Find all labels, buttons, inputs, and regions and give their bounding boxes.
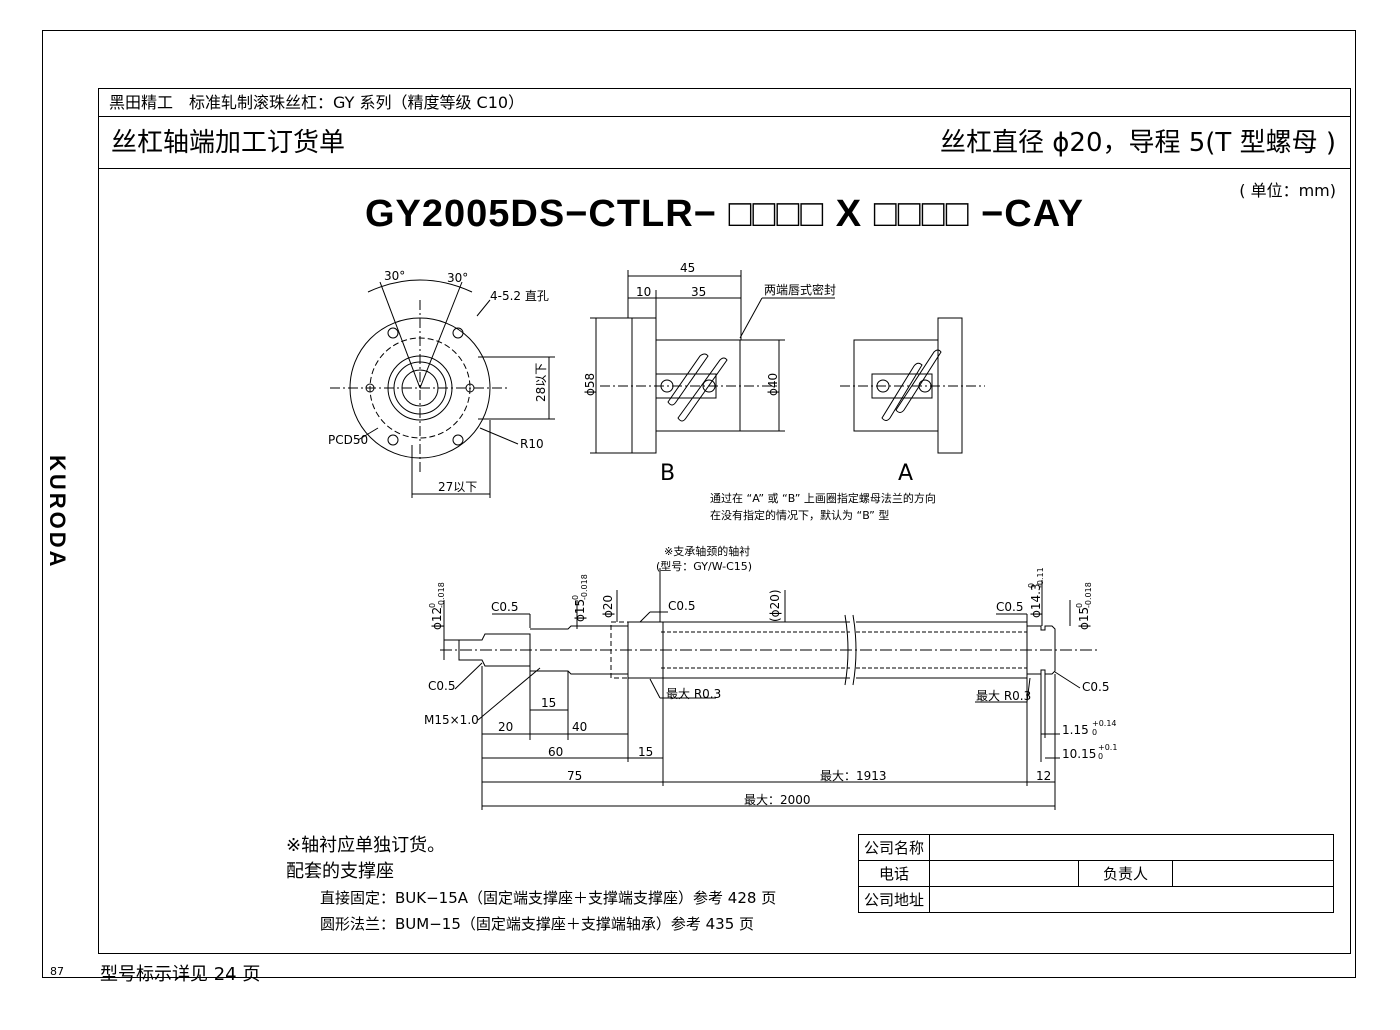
svg-text:0: 0 <box>1098 752 1103 761</box>
height-label: 28以下 <box>534 363 548 402</box>
nut-b-label: B <box>660 461 675 486</box>
nut-a-view <box>840 317 985 454</box>
max-r-right: 最大 R0.3 <box>976 689 1031 703</box>
width-label: 27以下 <box>438 480 477 494</box>
svg-text:+0.14: +0.14 <box>1092 719 1117 728</box>
bearing-order-note: ※轴衬应单独订货。 <box>286 835 446 856</box>
chamfer-label-4: C0.5 <box>428 679 455 693</box>
order-sheet: 黑田精工 标准轧制滚珠丝杠：GY 系列（精度等级 C10） 丝杠轴端加工订货单 … <box>98 88 1351 954</box>
svg-text:ϕ15: ϕ15 <box>1077 607 1091 630</box>
brand-logo: KURODA <box>45 455 70 570</box>
svg-text:-0.11: -0.11 <box>1036 567 1045 588</box>
footer-note: 型号标示详见 24 页 <box>100 964 261 985</box>
company-address-field[interactable] <box>929 886 1334 913</box>
svg-text:-0.018: -0.018 <box>580 574 589 600</box>
angle-right-label: 30° <box>447 271 468 285</box>
radius-label: R10 <box>520 437 544 451</box>
angle-left-label: 30° <box>384 269 405 283</box>
contact-person-field[interactable] <box>1172 860 1334 887</box>
dim-12: 12 <box>1036 769 1051 783</box>
notes-block: ※轴衬应单独订货。 配套的支撑座 直接固定：BUK−15A（固定端支撑座＋支撑端… <box>286 833 776 937</box>
dim-2000: 最大：2000 <box>744 793 811 807</box>
flange-dia-label: ϕ58 <box>583 373 597 396</box>
d20-ref-label: (ϕ20) <box>768 589 782 622</box>
flange-front-view <box>330 279 555 498</box>
svg-text:0: 0 <box>428 603 437 608</box>
d15-right-label: ϕ15 0 -0.018 <box>1075 582 1093 630</box>
phone-field[interactable] <box>929 860 1079 887</box>
seal-note: 两端唇式密封 <box>764 282 836 297</box>
shaft-drawing <box>440 568 1100 810</box>
bearing-note-1: ※支承轴颈的轴衬 <box>664 544 750 558</box>
svg-text:10.15: 10.15 <box>1062 747 1096 761</box>
holes-label: 4-5.2 直孔 <box>490 289 549 303</box>
contact-person-label: 负责人 <box>1078 860 1173 887</box>
svg-text:1.15: 1.15 <box>1062 723 1089 737</box>
company-name-field[interactable] <box>929 834 1334 861</box>
company-address-label: 公司地址 <box>858 886 930 913</box>
direct-fix-note: 直接固定：BUK−15A（固定端支撑座＋支撑端支撑座）参考 428 页 <box>320 889 777 907</box>
body-dia-label: ϕ40 <box>766 373 780 396</box>
svg-text:-0.018: -0.018 <box>437 582 446 608</box>
round-flange-note: 圆形法兰：BUM−15（固定端支撑座＋支撑端轴承）参考 435 页 <box>320 915 755 933</box>
d20-label: ϕ20 <box>601 595 615 618</box>
outer-frame <box>42 30 1356 978</box>
groove-pos-label: 10.15 +0.1 0 <box>1062 743 1117 761</box>
svg-text:ϕ15: ϕ15 <box>573 599 587 622</box>
nut-a-label: A <box>898 461 913 486</box>
sheet-title: 丝杠轴端加工订货单 <box>111 128 346 158</box>
thread-label: M15×1.0 <box>424 713 479 727</box>
chamfer-label-5: C0.5 <box>1082 680 1109 694</box>
svg-text:0: 0 <box>1075 603 1084 608</box>
dim-60: 60 <box>548 745 563 759</box>
nut-b-view <box>590 270 835 454</box>
model-code: GY2005DS−CTLR− □□□□ X □□□□ −CAY <box>364 193 1085 235</box>
chamfer-label-1: C0.5 <box>491 600 518 614</box>
d143-label: ϕ14.3 0 -0.11 <box>1027 567 1045 618</box>
svg-text:0: 0 <box>1092 728 1097 737</box>
chamfer-label-2: C0.5 <box>668 599 695 613</box>
title-row: 丝杠轴端加工订货单 丝杠直径 ϕ20，导程 5(T 型螺母 ) <box>99 117 1350 169</box>
spec-label: 丝杠直径 ϕ20，导程 5(T 型螺母 ) <box>939 128 1336 158</box>
direction-note-1: 通过在 “A” 或 “B” 上画圈指定螺母法兰的方向 <box>710 491 936 505</box>
groove-width-label: 1.15 +0.14 0 <box>1062 719 1117 737</box>
dim-1913: 最大：1913 <box>820 769 887 783</box>
nut-total-length: 45 <box>680 261 695 275</box>
direction-note-2: 在没有指定的情况下，默认为 “B” 型 <box>710 508 889 522</box>
svg-text:0: 0 <box>1027 583 1036 588</box>
company-name-label: 公司名称 <box>858 834 930 861</box>
order-form: 公司名称 电话 负责人 公司地址 <box>858 834 1334 913</box>
dim-15-top: 15 <box>541 696 556 710</box>
support-title: 配套的支撑座 <box>286 861 394 882</box>
max-r-left: 最大 R0.3 <box>666 687 721 701</box>
page-number: 87 <box>50 965 64 978</box>
dim-15-bottom: 15 <box>638 745 653 759</box>
phone-label: 电话 <box>858 860 930 887</box>
dim-40: 40 <box>572 720 587 734</box>
chamfer-label-3: C0.5 <box>996 600 1023 614</box>
svg-text:+0.1: +0.1 <box>1098 743 1117 752</box>
series-line: 黑田精工 标准轧制滚珠丝杠：GY 系列（精度等级 C10） <box>99 89 1350 117</box>
svg-text:0: 0 <box>571 595 580 600</box>
dim-75: 75 <box>567 769 582 783</box>
nut-body-length: 35 <box>691 285 706 299</box>
dim-20: 20 <box>498 720 513 734</box>
bearing-note-2: (型号：GY/W-C15) <box>656 559 752 573</box>
unit-label: ( 单位：mm) <box>1239 181 1336 200</box>
svg-text:-0.018: -0.018 <box>1084 582 1093 608</box>
svg-text:ϕ14.3: ϕ14.3 <box>1029 583 1043 618</box>
pcd-label: PCD50 <box>328 433 368 447</box>
d12-label: ϕ12 0 -0.018 <box>428 582 446 630</box>
svg-text:ϕ12: ϕ12 <box>430 607 444 630</box>
d15-left-label: ϕ15 0 -0.018 <box>571 574 589 622</box>
nut-flange-thickness: 10 <box>636 285 651 299</box>
